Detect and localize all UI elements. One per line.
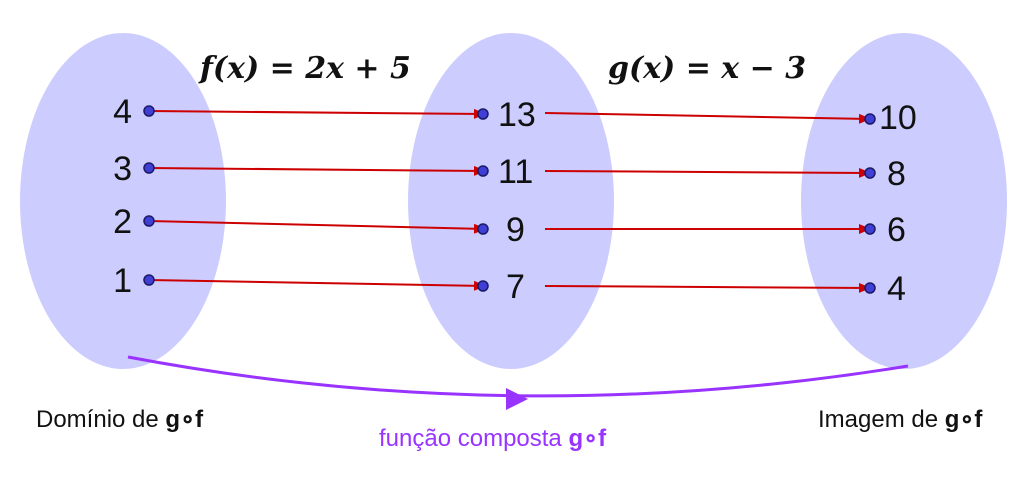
domain-point [143, 274, 155, 286]
mapping-arrow-f-1 [148, 108, 486, 119]
image-point [864, 223, 876, 235]
intermediate-point [477, 165, 489, 177]
intermediate-set [408, 33, 614, 369]
intermediate-value: 7 [506, 268, 525, 306]
domain-point [143, 105, 155, 117]
formula-f: f(x) = 2x + 5 [198, 51, 411, 86]
image-value: 8 [887, 155, 906, 193]
domain-value: 4 [113, 93, 132, 131]
mapping-arrow-f-2 [148, 165, 486, 176]
mapping-arrow-g-4 [544, 282, 871, 293]
domain-caption-label: Domínio de [36, 406, 165, 433]
image-caption-label: Imagem de [818, 406, 945, 433]
image-value: 4 [887, 270, 906, 308]
domain-set [20, 33, 226, 369]
composite-caption-label: função composta [379, 425, 568, 452]
mapping-arrow-f-3 [148, 220, 486, 234]
domain-point [143, 215, 155, 227]
domain-point [143, 162, 155, 174]
composite-caption-function: g∘f [568, 425, 607, 452]
image-value: 6 [887, 211, 906, 249]
mapping-arrow-g-1 [544, 112, 871, 124]
image-point [864, 167, 876, 179]
composite-arrow-head [506, 388, 528, 410]
mapping-arrow-f-4 [148, 279, 486, 291]
intermediate-point [477, 280, 489, 292]
image-value: 10 [879, 99, 917, 137]
image-caption-function: g∘f [945, 406, 984, 433]
domain-caption-function: g∘f [165, 406, 204, 433]
image-set [801, 33, 1007, 369]
formula-g: g(x) = x − 3 [608, 51, 806, 86]
domain-value: 2 [113, 203, 132, 241]
intermediate-point [477, 108, 489, 120]
domain-value: 1 [113, 262, 132, 300]
image-point [864, 113, 876, 125]
intermediate-value: 9 [506, 211, 525, 249]
domain-caption: Domínio de g∘f [36, 406, 204, 433]
image-caption: Imagem de g∘f [818, 406, 983, 433]
mapping-arrow-g-2 [544, 167, 871, 178]
composite-caption: função composta g∘f [379, 425, 607, 452]
image-point [864, 282, 876, 294]
intermediate-value: 11 [498, 153, 533, 191]
intermediate-value: 13 [498, 96, 536, 134]
domain-value: 3 [113, 150, 132, 188]
intermediate-point [477, 223, 489, 235]
